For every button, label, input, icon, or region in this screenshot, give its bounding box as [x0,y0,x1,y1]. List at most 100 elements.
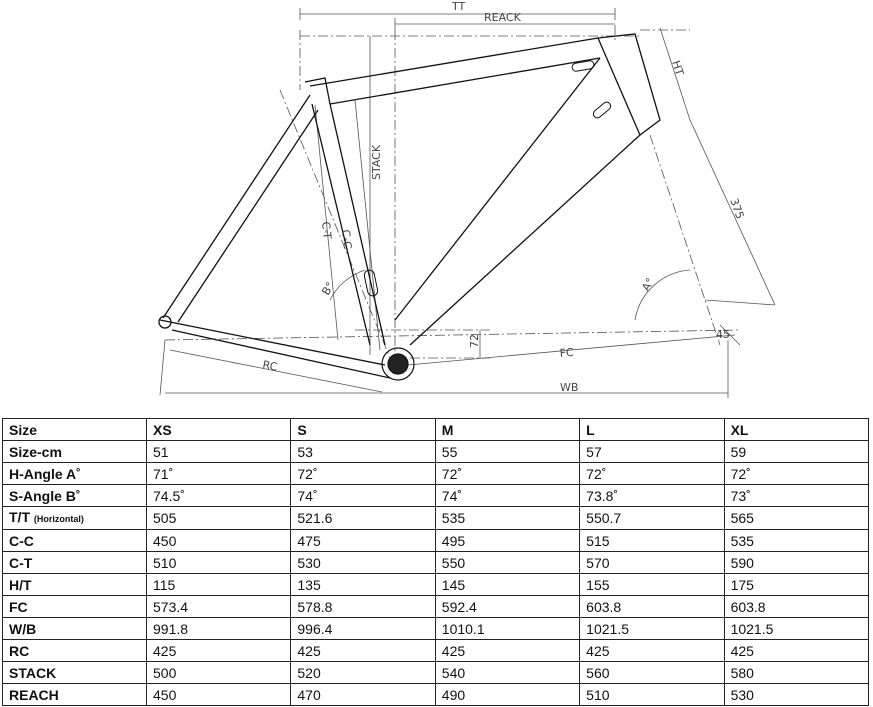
label-angle-b: B° [319,280,337,298]
table-cell: 550.7 [579,506,725,530]
table-cell: 450 [145,529,292,552]
table-cell: 991.8 [145,617,292,640]
table-cell: 475 [290,529,436,552]
table-cell: 175 [723,573,870,596]
table-cell: 425 [434,639,581,662]
table-cell: 425 [290,639,436,662]
header-size-col: XL [723,418,870,441]
row-label: STACK [2,661,147,684]
table-cell: 135 [290,573,436,596]
table-cell: 510 [145,551,292,574]
table-cell: 505 [145,506,292,530]
table-cell: 470 [290,683,436,706]
table-cell: 550 [434,551,581,574]
frame-outline [158,33,661,379]
row-label: H/T [2,573,147,596]
table-cell: 72˚ [723,462,870,485]
row-label-text: T/T [9,509,30,525]
table-cell: 535 [434,506,581,530]
row-label-text: REACH [9,686,59,703]
label-rc: RC [261,358,278,374]
label-ct: C-T [319,221,334,240]
header-size-col: XS [145,418,292,441]
table-cell: 450 [145,683,292,706]
table-cell: 603.8 [579,595,725,618]
header-size-col: L [579,418,725,441]
table-cell: 580 [723,661,870,684]
table-cell: 515 [579,529,725,552]
table-cell: 570 [579,551,725,574]
table-cell: 565 [723,506,870,530]
table-cell: 510 [579,683,725,706]
table-row: S-Angle B˚74.5˚74˚74˚73.8˚73˚ [2,484,870,507]
table-cell: 155 [579,573,725,596]
row-label: RC [2,639,147,662]
table-cell: 578.8 [290,595,436,618]
bottom-bracket-icon [381,347,415,381]
table-cell: 490 [434,683,581,706]
header-size: Size [2,418,147,441]
label-fork: 375 [727,197,746,221]
row-label-text: STACK [9,664,57,681]
row-label-text: C-C [9,532,34,549]
header-size-col: M [434,418,581,441]
row-label: FC [2,595,147,618]
row-label-text: H-Angle A˚ [9,465,81,482]
label-bb-drop: 72 [468,334,481,348]
table-cell: 592.4 [434,595,581,618]
table-cell: 59 [723,440,870,463]
table-cell: 72˚ [290,462,436,485]
row-label: T/T (Horizontal) [2,506,147,530]
row-label-text: C-T [9,554,33,571]
label-cc: C-C [339,229,354,250]
row-label-text: W/B [9,620,37,637]
table-cell: 72˚ [434,462,581,485]
table-cell: 74˚ [290,484,436,507]
table-cell: 74.5˚ [145,484,292,507]
frame-geometry-diagram: TT REACK HT STACK 375 C-T C-C B° A° 72 F… [158,0,776,398]
table-cell: 425 [579,639,725,662]
table-cell: 1021.5 [723,617,870,640]
table-cell: 51 [145,440,292,463]
table-cell: 74˚ [434,484,581,507]
row-label: C-C [2,529,147,552]
table-cell: 500 [145,661,292,684]
label-angle-a: A° [639,276,657,294]
table-cell: 55 [434,440,581,463]
table-cell: 145 [434,573,581,596]
table-cell: 603.8 [723,595,870,618]
row-label-text: H/T [9,576,32,593]
table-cell: 540 [434,661,581,684]
table-cell: 73˚ [723,484,870,507]
table-cell: 71˚ [145,462,292,485]
row-label-note: (Horizontal) [33,514,84,524]
label-reach: REACK [484,11,522,24]
table-cell: 1021.5 [579,617,725,640]
table-cell: 53 [290,440,436,463]
table-cell: 72˚ [579,462,725,485]
table-cell: 425 [723,639,870,662]
table-cell: 115 [145,573,292,596]
table-cell: 521.6 [290,506,436,530]
row-label: H-Angle A˚ [2,462,147,485]
table-cell: 996.4 [290,617,436,640]
dimension-lines [159,8,776,398]
table-cell: 535 [723,529,870,552]
table-cell: 495 [434,529,581,552]
row-label: REACH [2,683,147,706]
table-cell: 573.4 [145,595,292,618]
table-cell: 560 [579,661,725,684]
table-cell: 530 [723,683,870,706]
row-label-text: Size-cm [9,443,62,460]
label-ht: HT [669,59,686,78]
